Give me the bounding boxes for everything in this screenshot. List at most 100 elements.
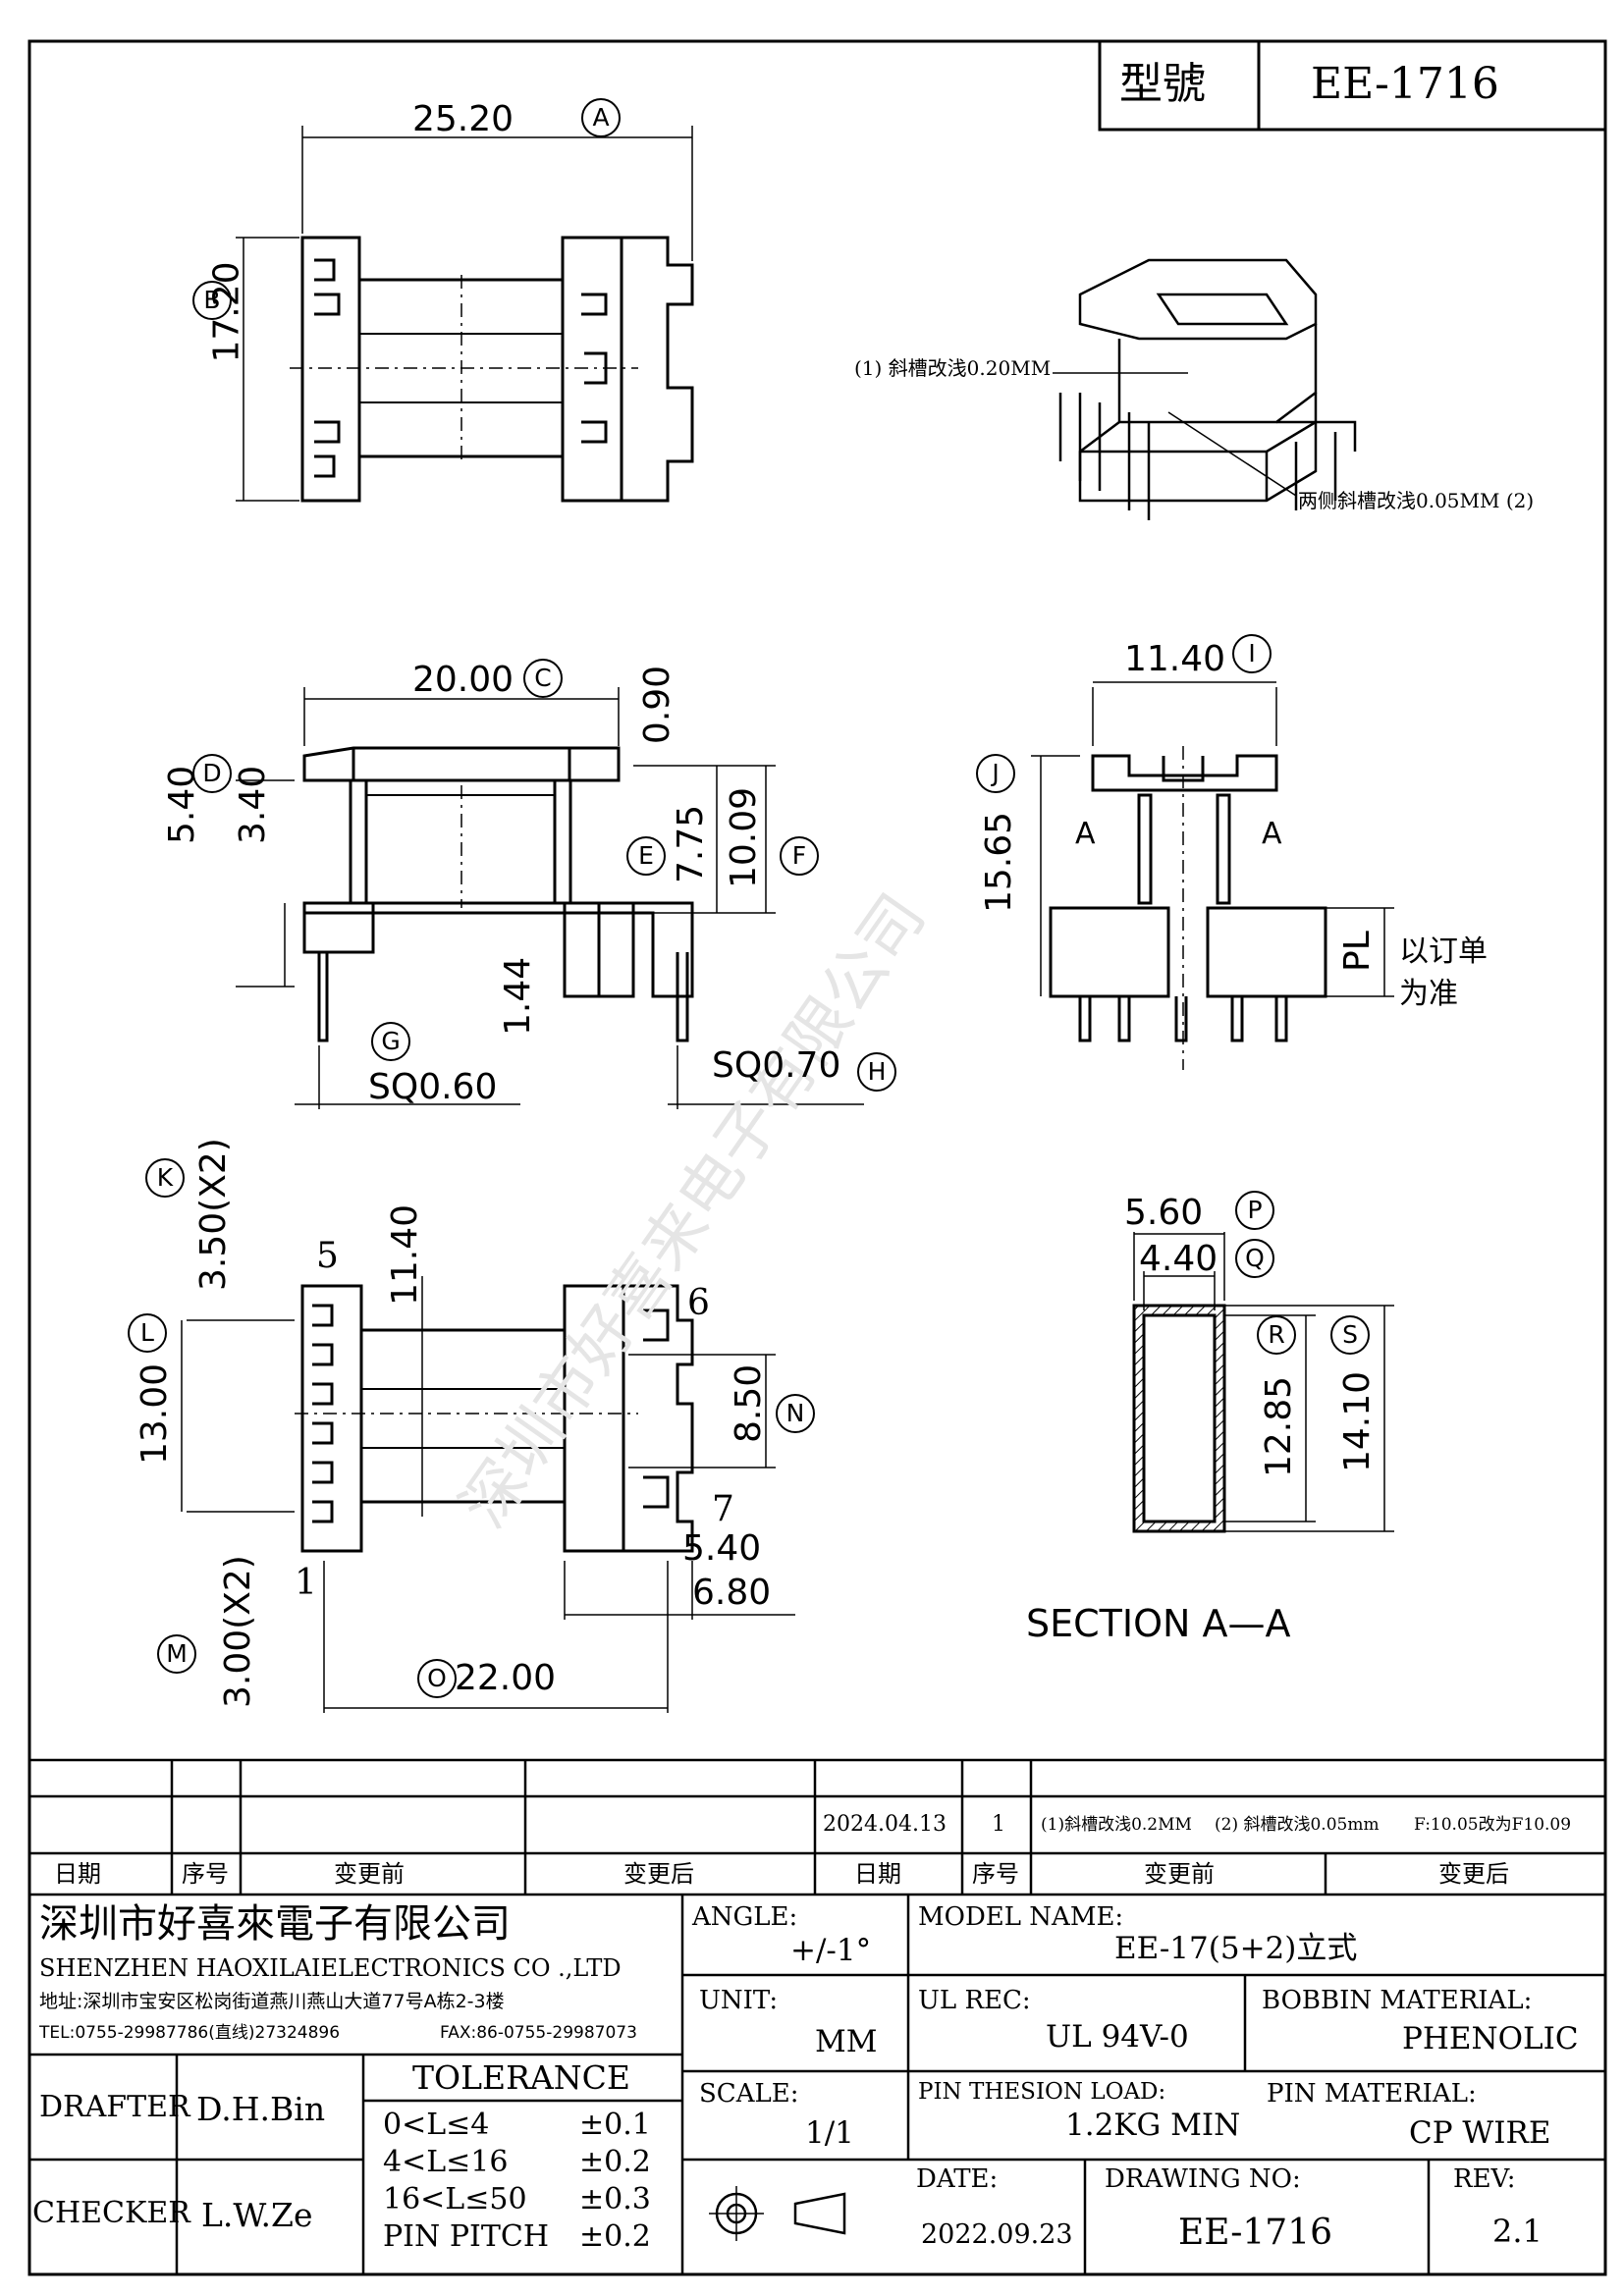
balloon-c: C [523,659,563,698]
dim-r-label: 12.85 [1259,1375,1299,1477]
note-2: 两侧斜槽改浅0.05MM (2) [1298,489,1535,512]
balloon-p: P [1235,1191,1274,1230]
table-linework [29,1758,1605,2274]
dim-k-label: 3.50(X2) [193,1138,234,1291]
dim-p-label: 5.60 [1124,1193,1204,1233]
dim-f-label: 10.09 [724,786,764,888]
balloon-k: K [145,1158,185,1198]
balloon-i: I [1232,634,1272,673]
company-fax: FAX:86-0755-29987073 [440,2023,637,2043]
pin-material-value: CP WIRE [1409,2115,1551,2151]
rev-label: REV: [1453,2164,1516,2194]
rev-after: (2) 斜槽改浅0.05mm [1215,1815,1380,1835]
rev-header-seq: 序号 [182,1860,229,1888]
company-name-en: SHENZHEN HAOXILAIELECTRONICS CO .,LTD [39,1954,622,1982]
dim-pl-label: PL [1337,931,1378,972]
sheet-border [27,39,1607,2276]
balloon-f: F [780,836,819,876]
rev-before: (1)斜槽改浅0.2MM [1041,1815,1192,1835]
balloon-d: D [192,754,232,793]
angle-value: +/-1° [790,1933,872,1968]
dim-d-label: 5.40 [162,765,202,844]
rev-extra: F:10.05改为F10.09 [1414,1815,1572,1835]
rev-header-date: 日期 [54,1860,101,1888]
tolerance-value-2: ±0.2 [579,2145,651,2179]
model-number: EE-1716 [1311,59,1499,109]
bobbin-material-label: BOBBIN MATERIAL: [1262,1986,1533,2015]
model-label: 型號 [1119,59,1206,109]
pin-5-label: 5 [316,1236,339,1276]
front-view [236,687,864,1109]
pin-6-label: 6 [687,1283,710,1323]
unit-value: MM [815,2024,878,2059]
tolerance-title: TOLERANCE [412,2058,630,2097]
order-note-line1: 以订单 [1399,934,1488,969]
pin-tension-load-value: 1.2KG MIN [1065,2108,1241,2143]
rev-header-before: 变更前 [334,1860,405,1888]
dim-g-label: SQ0.60 [368,1067,498,1107]
balloon-e: E [626,836,666,876]
dim-l-label: 13.00 [135,1362,175,1465]
dim-m-label: 3.00(X2) [218,1555,258,1708]
section-view [1132,1232,1394,1533]
tolerance-range-3: 16<L≤50 [383,2182,527,2216]
company-address: 地址:深圳市宝安区松岗街道燕川燕山大道77号A栋2-3楼 [39,1991,505,2012]
scale-label: SCALE: [699,2079,799,2109]
dim-i-label: 11.40 [1124,639,1226,679]
side-view [1031,681,1394,1070]
balloon-a: A [581,98,621,137]
rev-header-after: 变更后 [623,1860,694,1888]
checker-value: L.W.Ze [201,2196,313,2234]
dim-s-label: 14.10 [1337,1370,1378,1472]
dim-j-label: 15.65 [979,811,1019,913]
tolerance-range-1: 0<L≤4 [383,2108,490,2142]
date-label: DATE: [916,2164,999,2194]
dim-d2-label: 3.40 [233,765,273,844]
company-tel: TEL:0755-29987786(直线)27324896 [39,2023,341,2043]
rev-header-before-2: 变更前 [1144,1860,1215,1888]
dim-h-label: SQ0.70 [712,1045,841,1086]
rev-header-after-2: 变更后 [1438,1860,1509,1888]
balloon-r: R [1257,1315,1296,1355]
isometric-view [1053,258,1357,520]
drafter-value: D.H.Bin [196,2090,326,2128]
rev-value: 2.1 [1492,2213,1543,2250]
date-value: 2022.09.23 [921,2219,1073,2250]
note-1: (1) 斜槽改浅0.20MM [854,356,1052,380]
dim-c-top-label: 0.90 [637,665,678,745]
dim-n-label: 8.50 [729,1363,769,1443]
checker-label: CHECKER [32,2196,190,2230]
balloon-q: Q [1235,1239,1274,1278]
rev-date: 2024.04.13 [823,1812,947,1837]
model-name-value: EE-17(5+2)立式 [1114,1931,1358,1966]
model-name-label: MODEL NAME: [918,1902,1124,1932]
tolerance-value-3: ±0.3 [579,2182,651,2216]
dim-a-label: 25.20 [412,99,514,139]
balloon-o: O [417,1659,457,1698]
dim-width-6-80: 6.80 [692,1573,772,1613]
rev-seq: 1 [992,1812,1005,1837]
rev-header-date-2: 日期 [854,1860,901,1888]
company-name-cn: 深圳市好喜來電子有限公司 [39,1901,511,1947]
dim-l2-label: 11.40 [385,1203,425,1306]
angle-label: ANGLE: [692,1902,798,1932]
tolerance-range-4: PIN PITCH [383,2219,549,2254]
ul-rec-label: UL REC: [918,1986,1031,2015]
tolerance-range-2: 4<L≤16 [383,2145,509,2179]
section-title: SECTION A—A [1026,1602,1291,1645]
balloon-b: B [192,281,232,320]
balloon-n: N [776,1394,815,1433]
pin-1-label: 1 [295,1563,317,1603]
dim-q-label: 4.40 [1139,1239,1218,1279]
balloon-j: J [976,754,1015,793]
pin-7-label: 7 [712,1489,734,1529]
section-mark-right: A [1262,817,1282,851]
unit-label: UNIT: [699,1986,779,2015]
dim-c-label: 20.00 [412,660,514,700]
dim-width-5-40: 5.40 [682,1528,762,1569]
balloon-g: G [371,1022,410,1061]
dim-o-label: 22.00 [455,1658,557,1698]
order-note-line2: 为准 [1399,977,1458,1011]
